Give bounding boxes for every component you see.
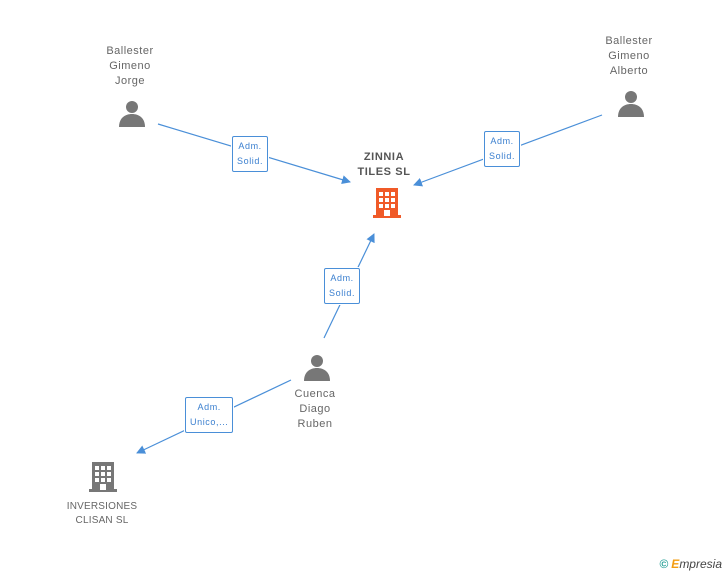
center-company-label[interactable]: ZINNIA TILES SL [324,150,444,180]
company-name-line: INVERSIONES [66,501,138,512]
building-icon[interactable] [371,186,403,220]
brand-logo-initial: E [671,557,680,571]
edge-label-line: Solid. [489,151,516,161]
edge-label-adm-solid[interactable]: Adm. Solid. [232,136,269,172]
edge-label-line: Adm. [490,136,514,146]
person-label-alberto[interactable]: Ballester Gimeno Alberto [569,34,689,79]
edge-label-adm-unico[interactable]: Adm. Unico,... [185,397,234,433]
center-company-name-line1: ZINNIA [363,151,405,163]
edge-label-adm-solid[interactable]: Adm. Solid. [484,131,521,167]
person-name-line: Cuenca [294,388,336,400]
person-name-line: Gimeno [608,50,650,62]
person-icon[interactable] [303,353,331,381]
center-company-name-line2: TILES SL [357,166,411,178]
brand-logo-text: mpresia [679,557,722,571]
building-icon[interactable] [87,460,119,494]
person-label-jorge[interactable]: Ballester Gimeno Jorge [70,44,190,89]
person-name-line: Ballester [605,35,653,47]
person-name-line: Gimeno [109,60,151,72]
company-label-inversiones[interactable]: INVERSIONES CLISAN SL [42,500,162,528]
company-name-line: CLISAN SL [75,515,129,526]
person-name-line: Diago [299,403,331,415]
person-name-line: Jorge [114,75,146,87]
person-name-line: Ballester [106,45,154,57]
person-icon[interactable] [118,99,146,127]
person-icon[interactable] [617,89,645,117]
person-name-line: Alberto [609,65,649,77]
edge-label-line: Adm. [330,273,354,283]
edge-label-adm-solid[interactable]: Adm. Solid. [324,268,361,304]
edge-label-line: Solid. [237,156,264,166]
edge-label-line: Adm. [238,141,262,151]
person-label-ruben[interactable]: Cuenca Diago Ruben [255,387,375,432]
edge-label-line: Solid. [329,288,356,298]
edge-label-line: Adm. [197,402,221,412]
person-name-line: Ruben [297,418,333,430]
copyright-icon: © [659,557,669,571]
edge-label-line: Unico,... [190,417,229,427]
empresia-watermark: ©Empresia [659,557,722,571]
